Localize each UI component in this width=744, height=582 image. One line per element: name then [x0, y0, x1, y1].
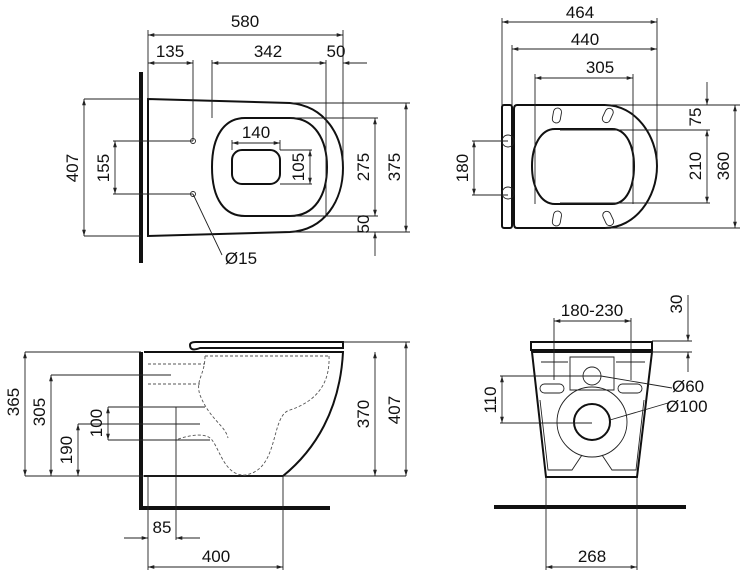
front-view: 180-230 30 Ø60 Ø100 110 268: [481, 295, 708, 570]
dim-outlet-range: 100: [87, 409, 106, 437]
dim-height-inlet: 305: [30, 398, 49, 426]
dim-rim-side: 50: [354, 215, 373, 234]
dim-inlet-outlet-distance: 110: [481, 386, 500, 413]
dim-hole-width: 140: [242, 123, 270, 142]
dim-bolt-diameter: Ø15: [225, 249, 257, 268]
seat-view: 464 440 305 180 75 210 360: [453, 3, 740, 229]
dim-rim-width: 375: [385, 153, 404, 181]
flush-hole: [231, 149, 281, 185]
dim-bolt-range: 180-230: [561, 301, 623, 320]
dim-bowl-length: 342: [254, 42, 282, 61]
seat-edge: [530, 341, 653, 351]
dim-seat-inner-length: 440: [571, 30, 599, 49]
side-view: 365 305 190 100 370 407 85 400: [4, 341, 410, 570]
dim-height-outlet: 190: [57, 436, 76, 464]
dim-bolt-spacing: 155: [94, 154, 113, 182]
dim-seat-length: 464: [566, 3, 594, 22]
dim-inlet-diameter: Ø60: [672, 377, 704, 396]
wall-floor-line: [139, 352, 330, 510]
dim-seat-width: 360: [714, 152, 733, 180]
seat-lid: [188, 341, 344, 351]
top-view: 580 135 342 50 407 155 140 105 275 375 5…: [63, 12, 410, 268]
outlet-circle: [573, 403, 611, 441]
dim-outlet-offset: 85: [153, 518, 172, 537]
dim-hinge-spacing: 180: [453, 154, 472, 182]
dim-hole-depth: 105: [289, 153, 308, 181]
dim-height-with-seat: 407: [385, 396, 404, 424]
dim-overall-length: 580: [231, 12, 259, 31]
dim-depth: 400: [202, 547, 230, 566]
dim-bolt-offset: 135: [156, 42, 184, 61]
dim-seat-thickness: 30: [667, 295, 686, 314]
seat-opening: [530, 128, 636, 205]
outlet-outer: [556, 386, 628, 458]
dim-base-width: 268: [578, 547, 606, 566]
dim-opening-width: 210: [686, 152, 705, 180]
dim-front-margin: 75: [686, 108, 705, 127]
hinge-strip: [501, 104, 513, 229]
front-outline: [530, 351, 654, 478]
dim-overall-width: 407: [63, 154, 82, 182]
hinge-icon: [501, 186, 515, 200]
dim-body-height: 370: [354, 400, 373, 428]
side-outline: [144, 351, 345, 477]
dim-outlet-diameter: Ø100: [666, 397, 708, 416]
dim-bowl-width: 275: [354, 153, 373, 181]
dim-height-total: 365: [4, 388, 23, 416]
dim-opening-length: 305: [586, 58, 614, 77]
dim-rim-front: 50: [327, 42, 346, 61]
